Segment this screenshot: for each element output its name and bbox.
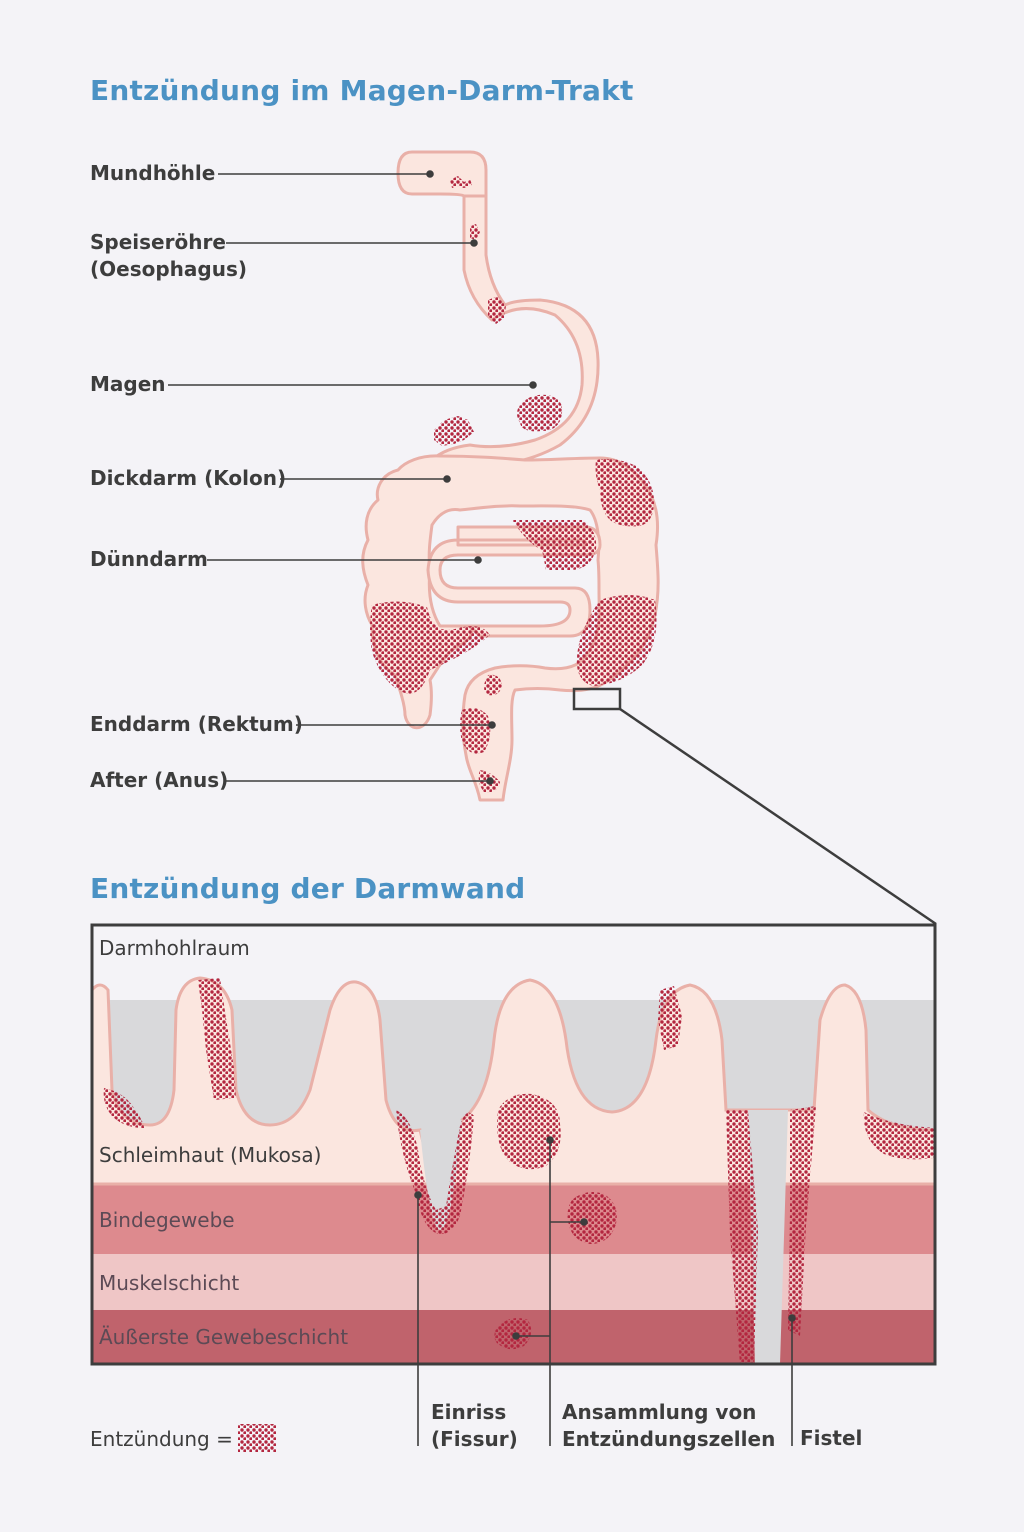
callout-cells-line1: Ansammlung von: [562, 1400, 757, 1424]
gi-inflammation: [370, 176, 657, 793]
gi-tract-title: Entzündung im Magen-Darm-Trakt: [90, 74, 634, 107]
label-esophagus-line2: (Oesophagus): [90, 257, 248, 281]
wall-inflammation: [103, 978, 934, 1364]
label-esophagus-line1: Speiseröhre: [90, 230, 226, 254]
callout-lines: [414, 1136, 796, 1446]
callout-inflammatory-cells: Ansammlung von Entzündungszellen: [562, 1399, 775, 1453]
layer-mucosa: Schleimhaut (Mukosa): [99, 1143, 322, 1167]
wall-frame: [90, 923, 937, 1366]
layer-lumen: Darmhohlraum: [99, 936, 250, 960]
leader-lines: [168, 170, 537, 785]
layer-connective: Bindegewebe: [99, 1208, 235, 1232]
label-colon: Dickdarm (Kolon): [90, 466, 287, 490]
layer-outer: Äußerste Gewebeschicht: [99, 1325, 349, 1349]
label-small-intestine: Dünndarm: [90, 547, 208, 571]
intestinal-wall: [92, 925, 935, 1364]
callout-cells-line2: Entzündungszellen: [562, 1427, 776, 1451]
callout-fissure-line1: Einriss: [431, 1400, 507, 1424]
label-esophagus: Speiseröhre (Oesophagus): [90, 229, 247, 283]
mouth-cavity: [396, 150, 488, 202]
callout-fissure: Einriss (Fissur): [431, 1399, 518, 1453]
intestinal-wall-title: Entzündung der Darmwand: [90, 872, 526, 905]
zoom-indicator: [572, 687, 937, 926]
callout-fissure-line2: (Fissur): [431, 1427, 518, 1451]
callout-fistula: Fistel: [800, 1426, 863, 1450]
label-mouth: Mundhöhle: [90, 161, 216, 185]
label-rectum: Enddarm (Rektum): [90, 712, 303, 736]
label-anus: After (Anus): [90, 768, 229, 792]
legend-label: Entzündung =: [90, 1427, 233, 1451]
label-stomach: Magen: [90, 372, 166, 396]
inflammation-legend-swatch: [238, 1424, 276, 1452]
layer-muscle: Muskelschicht: [99, 1271, 240, 1295]
